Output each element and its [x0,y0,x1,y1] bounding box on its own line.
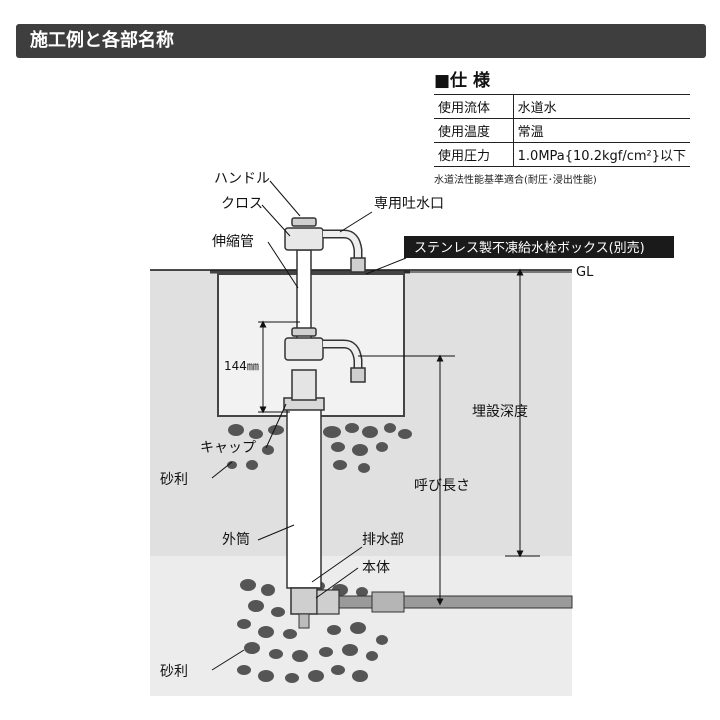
handle-lower [291,327,317,337]
main-body [290,587,318,615]
gravel-lower-label: 砂利 [160,664,188,680]
spec-value: 1.0MPa{10.2kgf/cm²}以下 [513,142,690,167]
spout-lower-nozzle [350,367,366,383]
spout-lower-inner [323,341,361,372]
drain-label: 排水部 [362,532,404,548]
section-header: 施工例と各部名称 [16,24,706,58]
spec-title: ■仕 様 [434,71,490,91]
lower-fitting [291,369,317,401]
spout-label: 専用吐水口 [374,196,444,212]
outer-tube [286,407,322,589]
cross-fitting-lower [284,337,324,361]
box-label-bg [404,236,674,258]
outer-tube-label: 外筒 [222,531,250,548]
section-title: 施工例と各部名称 [30,30,174,51]
body-label: 本体 [362,560,390,576]
cross-label: クロス [221,196,263,212]
spout-nozzle [350,257,366,273]
supply-pipe [316,595,573,609]
spec-key: 使用流体 [434,94,514,119]
spec-panel: ■仕 様 使用流体 水道水 使用温度 常温 使用圧力 1.0MPa{10.2kg… [434,68,690,186]
extension-pipe-label: 伸縮管 [212,234,254,250]
spec-value: 常温 [513,118,690,143]
gravel-upper-label: 砂利 [160,472,188,488]
handle [291,217,317,227]
stainless-box-label: ステンレス製不凍給水栓ボックス(別売) [414,240,645,256]
leader-lines [211,180,407,671]
spout-inner [323,231,361,262]
gravel-lower-cluster [237,579,388,683]
dimension-144-label: 144㎜ [224,359,259,373]
nominal-length-label: 呼び長さ [414,478,470,494]
gravel-upper-cluster [227,423,412,473]
spec-row: 使用圧力 1.0MPa{10.2kgf/cm²}以下 [434,142,690,167]
cap-label: キャップ [200,440,256,456]
gl-label: GL [576,265,594,280]
burial-depth-label: 埋設深度 [472,404,528,420]
pipe-joint [371,591,405,613]
spec-table: 使用流体 水道水 使用温度 常温 使用圧力 1.0MPa{10.2kgf/cm²… [434,94,690,167]
spec-note: 水道法性能基準適合(耐圧･浸出性能) [434,175,597,186]
drain-part [298,613,310,629]
spec-row: 使用温度 常温 [434,118,690,143]
body-elbow [316,589,340,615]
cross-fitting [284,227,324,251]
handle-label: ハンドル [214,171,270,187]
spec-key: 使用圧力 [434,142,514,167]
